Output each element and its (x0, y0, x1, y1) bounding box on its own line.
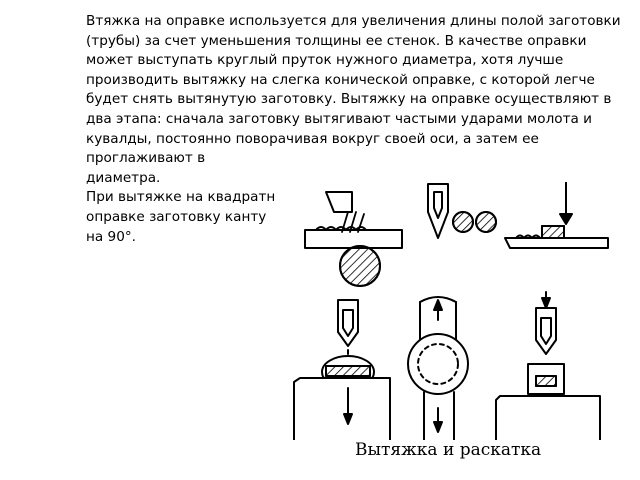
figure-anvil-top-right (504, 182, 609, 249)
body-text: Втяжка на оправке используется для увели… (86, 12, 626, 247)
figure-rolling-center (407, 296, 469, 440)
paragraph-2-line3: на 90°. (86, 228, 136, 245)
hammer-top (427, 183, 497, 239)
forging-illustration (290, 182, 609, 440)
paragraph-2-line2: оправке заготовку канту (86, 208, 267, 225)
paragraph-1: Втяжка на оправке используется для увели… (86, 12, 626, 188)
figure-square-section (495, 291, 601, 440)
figure-drawing-flat (293, 299, 391, 440)
paragraph-1-end: диаметра. (86, 169, 161, 186)
figure-caption: Вытяжка и раскатка (355, 440, 542, 460)
paragraph-2-start: При вытяжке на квадратн (86, 189, 276, 206)
paragraph-1-text: Втяжка на оправке используется для увели… (86, 13, 621, 167)
figure-drawing-round (290, 182, 403, 287)
paragraph-2: При вытяжке на квадратн оправке заготовку… (86, 188, 626, 247)
